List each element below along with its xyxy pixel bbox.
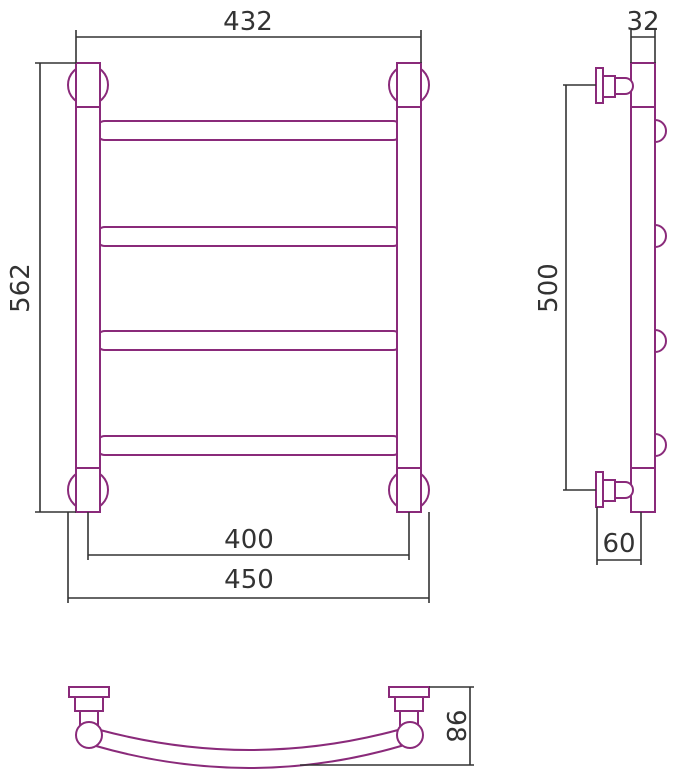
top-left-mount: [68, 686, 110, 749]
dim-lines-front: [35, 30, 430, 603]
side-upright: [630, 62, 656, 513]
side-bottom-fitting: [595, 471, 634, 508]
dim-562: 562: [6, 263, 36, 313]
rail: [95, 120, 403, 141]
top-view: 98: [68, 686, 474, 769]
dim-400: 400: [224, 525, 274, 555]
dim-450: 450: [224, 565, 274, 595]
front-view: 432 562 400 450: [6, 7, 430, 603]
dim-500: 500: [534, 263, 564, 313]
rail: [95, 435, 403, 456]
rail: [95, 226, 403, 247]
left-upright: [75, 62, 101, 513]
top-right-mount: [388, 686, 430, 749]
dim-432: 432: [223, 7, 273, 37]
dim-32: 32: [626, 7, 659, 37]
side-view: 32 500 60: [534, 7, 667, 565]
dim-lines-side: [563, 30, 656, 565]
dim-60: 60: [602, 529, 635, 559]
rail: [95, 330, 403, 351]
side-bumps: [654, 118, 667, 458]
dim-98: 98: [440, 709, 470, 742]
side-top-fitting: [595, 67, 634, 104]
curved-rail: [94, 728, 403, 769]
dim-lines-top: [300, 686, 474, 766]
right-upright: [396, 62, 422, 513]
rails: [95, 120, 403, 456]
